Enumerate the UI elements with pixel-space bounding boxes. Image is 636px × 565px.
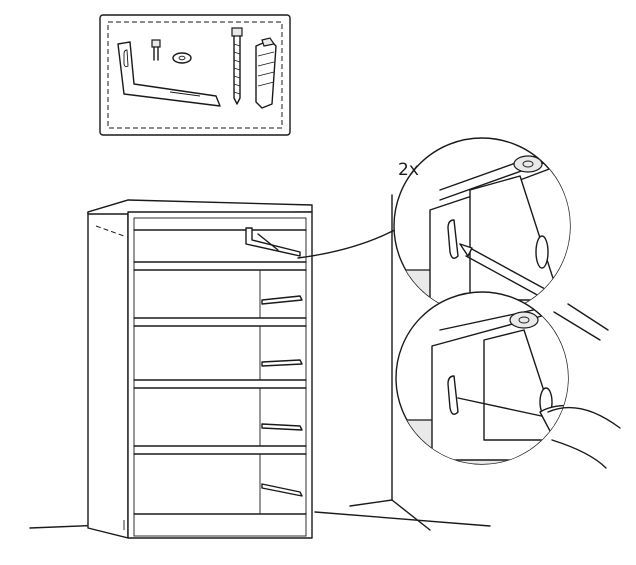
- wall-bracket-icon: [117, 41, 221, 107]
- long-screw-icon: [231, 27, 243, 105]
- zoom-circle-bottom: [395, 291, 569, 465]
- screwdriver-hand: [547, 303, 621, 469]
- callout-pointer: [297, 225, 403, 259]
- parts-box: [99, 14, 291, 136]
- floor-line-right: [314, 511, 491, 527]
- small-screw-icon: [151, 39, 161, 61]
- washer-icon: [172, 52, 192, 64]
- quantity-label: 2x: [398, 160, 419, 180]
- chest-of-drawers: [87, 199, 313, 539]
- wall-corner: [349, 194, 431, 531]
- wall-plug-icon: [255, 37, 277, 109]
